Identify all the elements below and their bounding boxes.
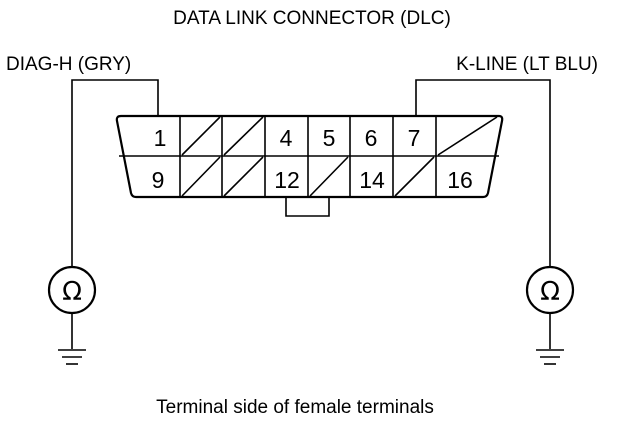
connector-outline bbox=[115, 114, 504, 199]
pin-4: 4 bbox=[280, 125, 293, 151]
k-line-wire bbox=[415, 79, 551, 267]
pin-14: 14 bbox=[359, 167, 385, 193]
right-ohmmeter: Ω bbox=[525, 265, 575, 315]
left-ohm-symbol: Ω bbox=[62, 277, 82, 307]
diag-h-wire bbox=[71, 79, 159, 267]
pin-16: 16 bbox=[447, 167, 473, 193]
column-dividers bbox=[179, 116, 437, 197]
left-ground-icon bbox=[58, 349, 86, 365]
pin-7: 7 bbox=[408, 125, 421, 151]
k-line-label: K-LINE (LT BLU) bbox=[456, 54, 598, 75]
diagram-title: DATA LINK CONNECTOR (DLC) bbox=[173, 8, 451, 29]
pin-12: 12 bbox=[274, 167, 300, 193]
right-ohm-symbol: Ω bbox=[540, 277, 560, 307]
pin-6: 6 bbox=[365, 125, 378, 151]
diag-h-label: DIAG-H (GRY) bbox=[6, 54, 131, 75]
right-ground-icon bbox=[536, 349, 564, 365]
left-ohmmeter: Ω bbox=[47, 265, 97, 315]
pin-9: 9 bbox=[152, 167, 165, 193]
pin-5: 5 bbox=[323, 125, 336, 151]
connector-key bbox=[285, 197, 330, 217]
pin-1: 1 bbox=[154, 125, 167, 151]
caption: Terminal side of female terminals bbox=[156, 397, 434, 418]
empty-cavity-marks bbox=[181, 116, 498, 197]
